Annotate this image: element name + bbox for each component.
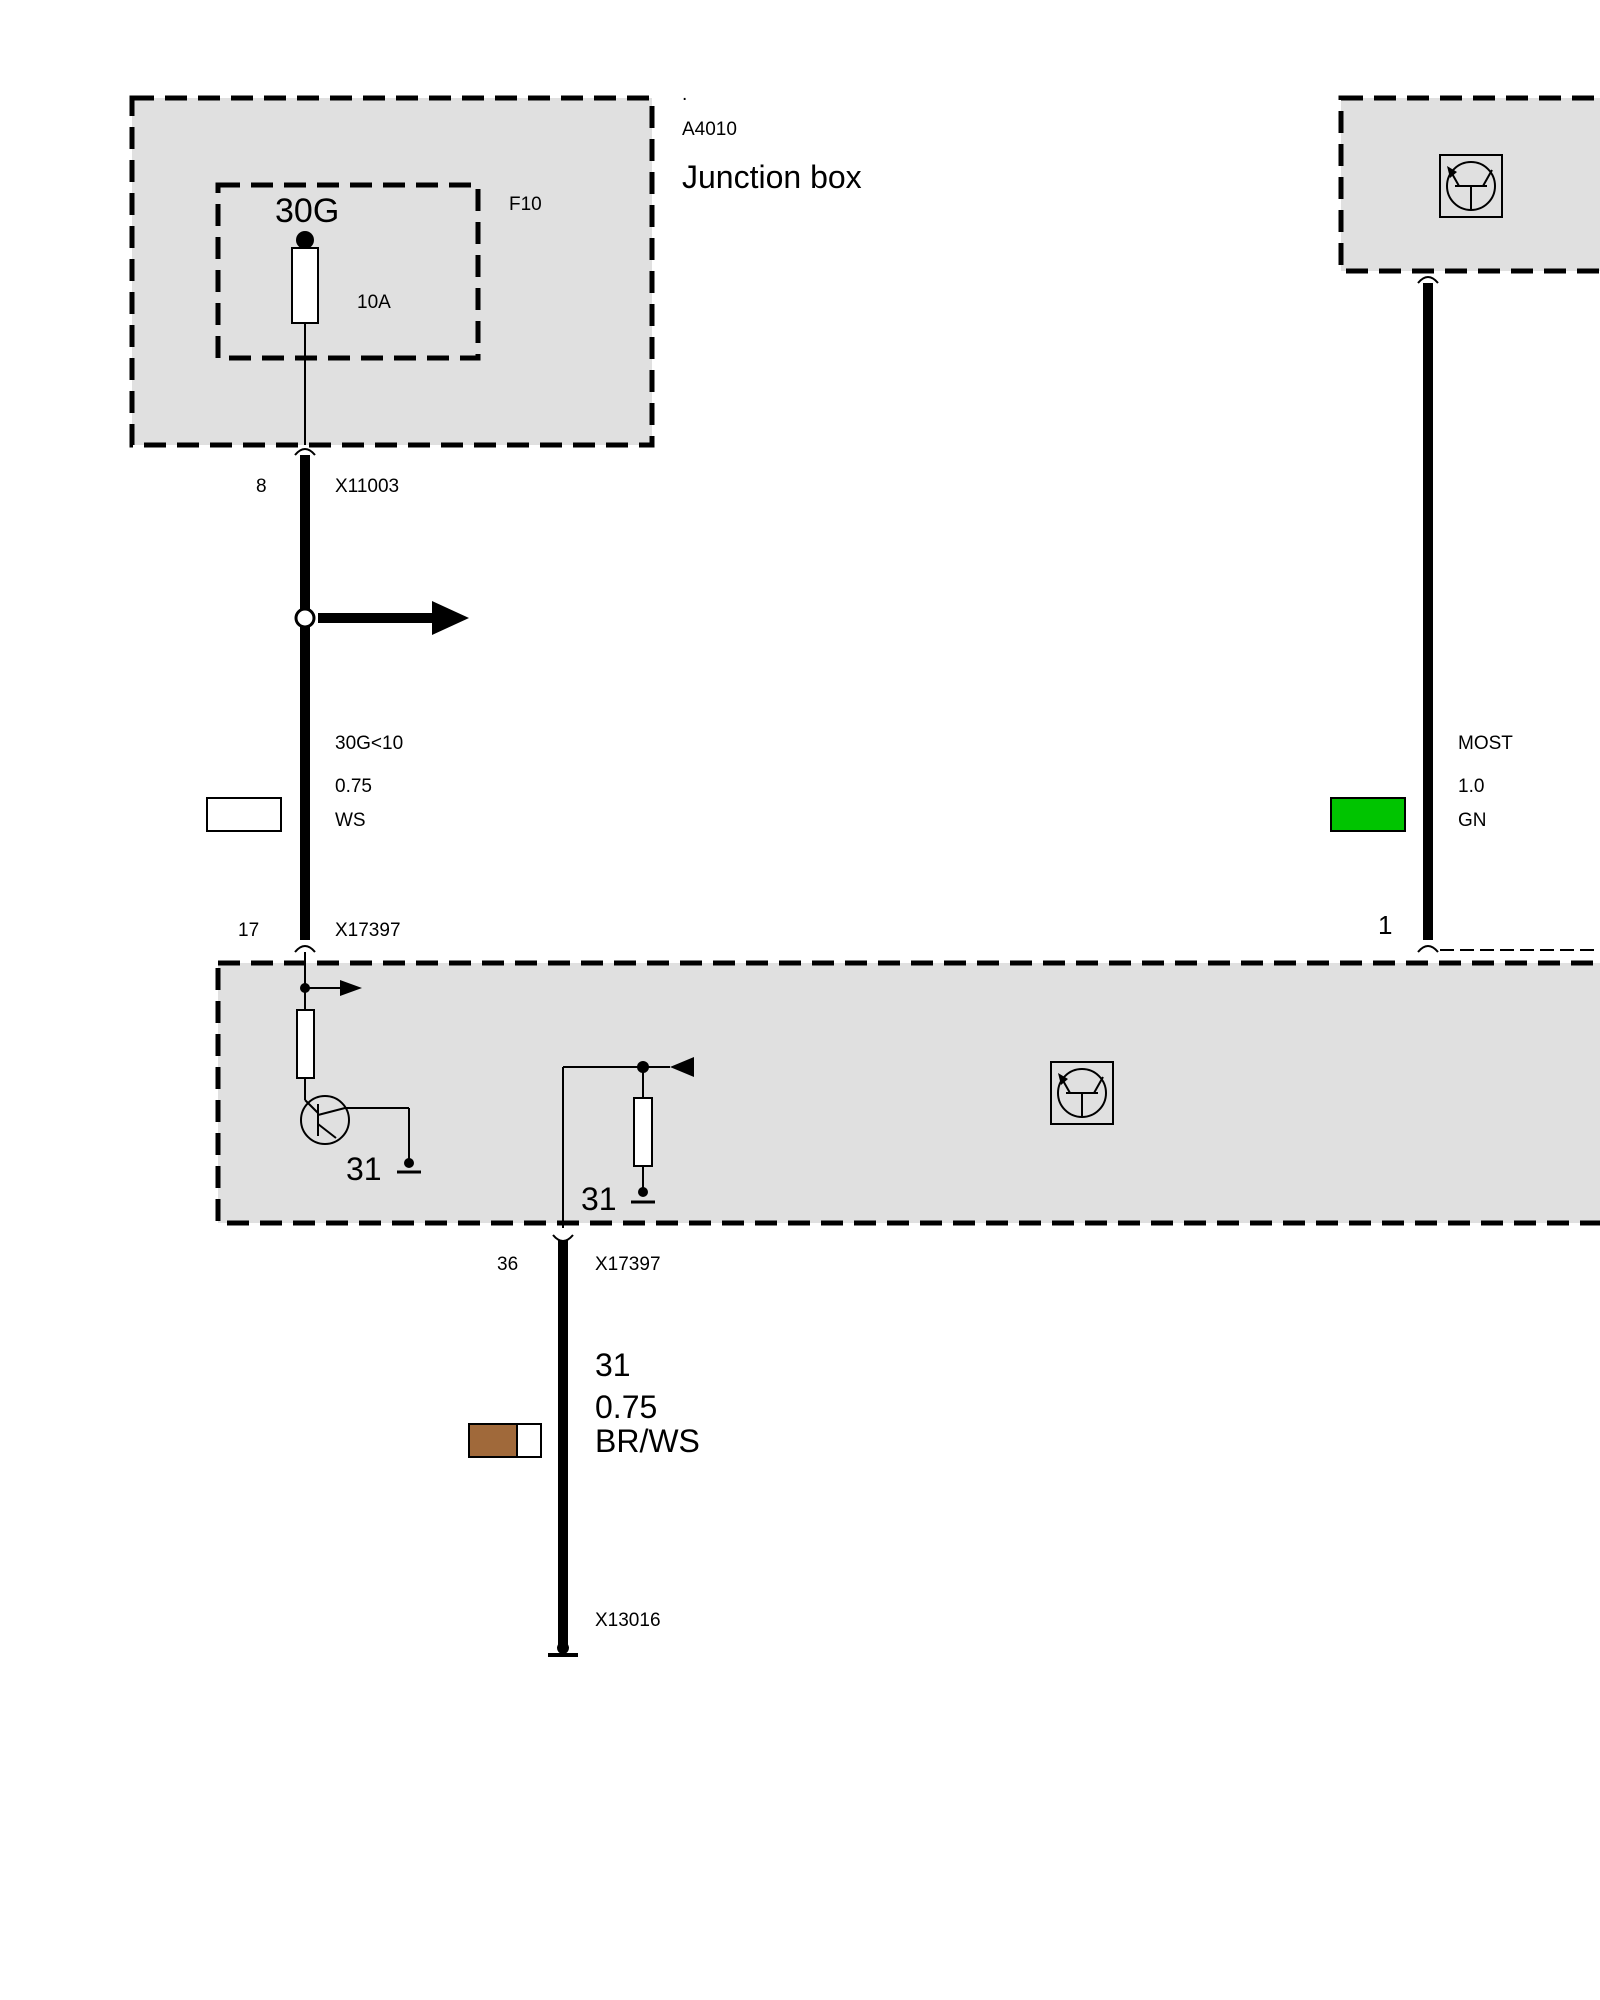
ground-mid-label: 31 bbox=[581, 1181, 617, 1217]
wire-ground-circuit: 31 bbox=[595, 1347, 631, 1383]
wire-most[interactable] bbox=[1417, 276, 1600, 953]
wire-power-upper-pin: 8 bbox=[256, 476, 267, 497]
wire-ground-gauge: 0.75 bbox=[595, 1389, 657, 1425]
resistor-mid-icon bbox=[633, 1097, 653, 1167]
wire-most-color-code: GN bbox=[1458, 810, 1487, 831]
wire-power-upper-connector: X11003 bbox=[335, 476, 399, 497]
wire-power-color-code: WS bbox=[335, 810, 366, 831]
wire-power-lower-pin: 17 bbox=[238, 920, 259, 941]
wire-ground-color-code: BR/WS bbox=[595, 1423, 700, 1459]
transistor-left-icon bbox=[300, 1095, 410, 1163]
control-unit-outline bbox=[215, 960, 1600, 1226]
wire-most-pin: 1 bbox=[1378, 910, 1392, 940]
control-unit-transistor-icon bbox=[1050, 1061, 1114, 1125]
wire-power-lower-connector: X17397 bbox=[335, 920, 401, 941]
fuse-holder-outline bbox=[215, 182, 481, 361]
wire-ground-connector: X17397 bbox=[595, 1254, 661, 1275]
wire-ground-pin: 36 bbox=[497, 1254, 518, 1275]
wire-most-circuit: MOST bbox=[1458, 733, 1513, 754]
wire-ground[interactable] bbox=[548, 1234, 578, 1657]
junction-box-title: Junction box bbox=[682, 159, 862, 195]
signal-arrow-icon bbox=[340, 980, 362, 996]
fuse-icon bbox=[291, 247, 319, 324]
resistor-left-icon bbox=[296, 1009, 315, 1079]
wire-power-color-swatch bbox=[206, 797, 282, 832]
branch-arrow-icon bbox=[294, 601, 469, 635]
junction-box-id: A4010 bbox=[682, 119, 737, 140]
fuse-terminal-label: 30G bbox=[275, 192, 339, 230]
wire-most-gauge: 1.0 bbox=[1458, 776, 1484, 797]
signal-in-arrow-icon bbox=[670, 1057, 694, 1077]
wire-power-gauge: 0.75 bbox=[335, 776, 372, 797]
junction-box-dot: . bbox=[682, 84, 687, 105]
ground-left-label: 31 bbox=[346, 1151, 382, 1187]
wire-power-circuit: 30G<10 bbox=[335, 733, 403, 754]
wire-ground-color-swatch bbox=[468, 1423, 542, 1458]
wire-most-color-swatch bbox=[1330, 797, 1406, 832]
wire-ground-end-connector: X13016 bbox=[595, 1610, 661, 1631]
junction-box[interactable] bbox=[129, 95, 655, 448]
transistor-icon bbox=[1439, 154, 1503, 218]
wire-power[interactable] bbox=[294, 448, 316, 953]
control-unit[interactable] bbox=[215, 952, 1600, 1228]
top-right-module[interactable] bbox=[1338, 95, 1600, 274]
top-right-module-outline bbox=[1338, 95, 1600, 274]
fuse-rating: 10A bbox=[357, 292, 391, 313]
fuse-id: F10 bbox=[509, 194, 542, 215]
junction-box-outline bbox=[129, 95, 655, 448]
